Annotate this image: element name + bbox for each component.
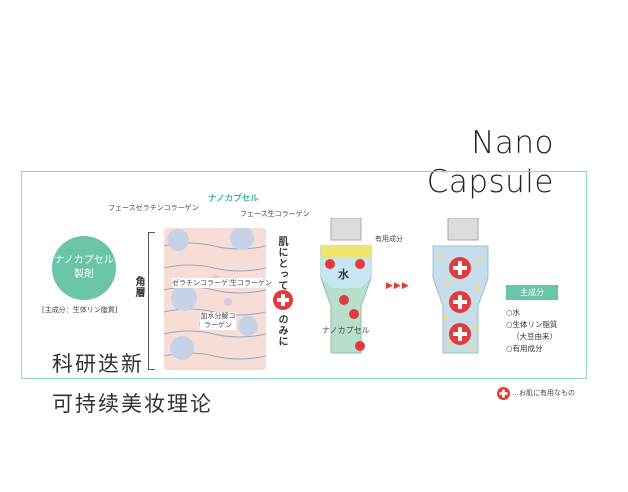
diagram-frame: [21, 171, 587, 379]
title-nano: Nano: [471, 125, 554, 161]
tube1-water-label: 水: [338, 268, 349, 281]
badge-line1: ナノカプセル: [54, 255, 114, 266]
skin-layers-graphic: [164, 228, 266, 360]
cn-line1: 科研迭新: [52, 352, 144, 376]
legend-cross-icon: [497, 385, 510, 404]
label-raw: 生コラーゲン: [230, 278, 272, 288]
title-capsule: Capsule: [426, 164, 554, 200]
label-face-raw: フェース生コラーゲン: [240, 210, 310, 218]
tube-after-graphic: [432, 217, 489, 354]
tube-before: [316, 217, 386, 362]
cn-line2: 可持续美妆理论: [52, 392, 213, 416]
label-gelatin: ゼラチンコラーゲン: [172, 278, 235, 288]
tube-after: [428, 217, 498, 362]
nano-capsule-badge: ナノカプセル 製剤: [52, 236, 116, 300]
badge-line2: 製剤: [74, 269, 94, 280]
vertical-text-upper: 肌にとって: [276, 236, 287, 291]
label-nano-capsule: ナノカプセル: [208, 194, 259, 204]
label-face-gelatin: フェースゼラチンコラーゲン: [108, 204, 199, 212]
ingredient-item: ○水: [506, 308, 521, 317]
main-ingredients-label: 主成分: [506, 285, 558, 300]
vertical-text-lower: のみに: [276, 314, 287, 347]
tube1-useful-label: 有用成分: [375, 235, 403, 243]
ingredient-item: ○有用成分: [506, 344, 543, 353]
tube1-capsule-label: ナノカプセル: [322, 326, 370, 335]
main-component-note: [主成分：生体リン脂質]: [42, 306, 118, 314]
legend-text: …お肌に有用なもの: [512, 389, 575, 397]
tube-before-graphic: [320, 217, 372, 354]
ingredient-item: （大豆由来）: [512, 332, 557, 341]
main-ingredients-list: ○水 ○生体リン脂質 （大豆由来） ○有用成分: [506, 307, 558, 355]
bracket: [148, 232, 155, 370]
useful-cross-icon: [273, 290, 293, 314]
label-kakusou: 角層: [133, 276, 144, 298]
label-hydrolyzed: 加水分解コラーゲン: [200, 312, 236, 330]
skin-layers: [164, 228, 266, 370]
ingredient-item: ○生体リン脂質: [506, 320, 558, 329]
arrows: ▶▶▶: [386, 281, 410, 291]
